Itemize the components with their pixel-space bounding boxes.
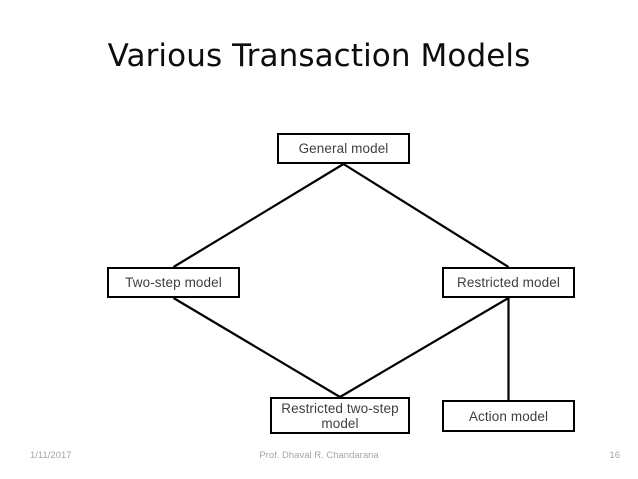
- edge-restricted-to-restricted-two-step: [339, 297, 510, 398]
- slide-footer: 1/11/2017 Prof. Dhaval R. Chandarana 16: [0, 445, 638, 479]
- node-restricted-two-step-model[interactable]: Restricted two-step model: [270, 397, 410, 434]
- footer-author: Prof. Dhaval R. Chandarana: [259, 450, 379, 461]
- node-restricted-model[interactable]: Restricted model: [442, 267, 575, 298]
- footer-date: 1/11/2017: [30, 450, 72, 461]
- node-general-model[interactable]: General model: [277, 133, 410, 164]
- transaction-models-diagram: General model Two-step model Restricted …: [107, 133, 575, 434]
- edge-general-to-twostep: [172, 163, 345, 268]
- diagram-connectors: [172, 163, 510, 400]
- edge-twostep-to-restricted-two-step: [172, 297, 341, 398]
- edge-general-to-restricted: [342, 163, 510, 268]
- node-two-step-model[interactable]: Two-step model: [107, 267, 240, 298]
- page-title: Various Transaction Models: [107, 38, 531, 74]
- footer-page-number: 16: [609, 450, 620, 461]
- node-action-model[interactable]: Action model: [442, 400, 575, 432]
